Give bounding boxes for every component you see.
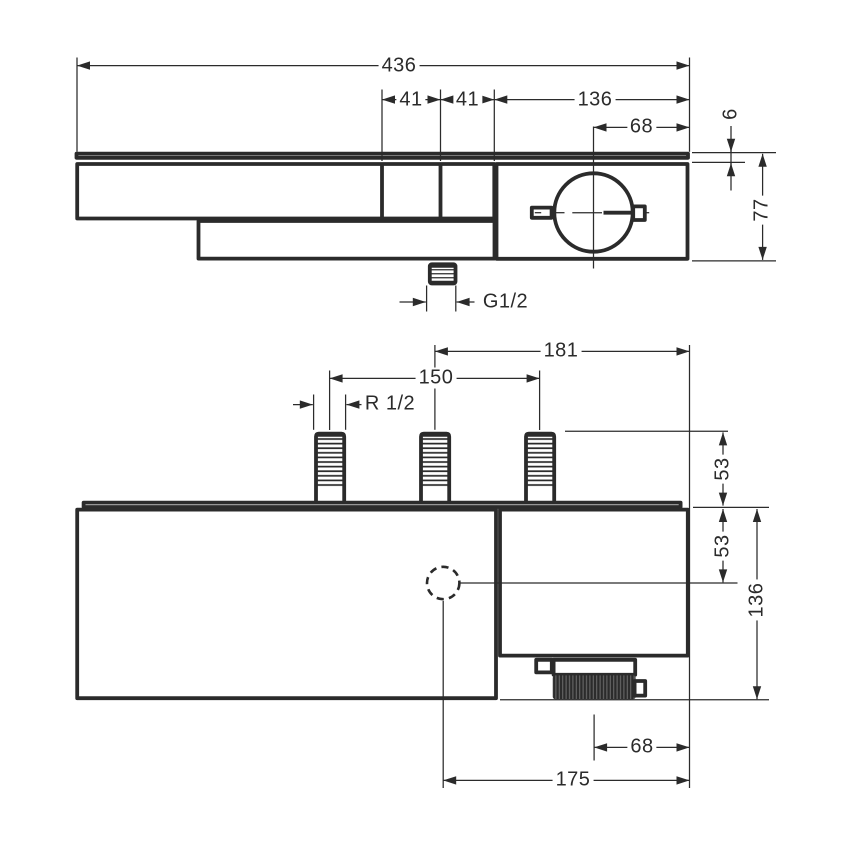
dim-handle-section: 136 [574,89,616,111]
dim-inlet-spacing: 150 [415,367,457,389]
inlet-connector-3 [524,431,557,503]
dim-knob-center: 68 [627,736,657,758]
dim-handle-center: 68 [626,116,657,138]
top-view [74,126,690,286]
handle-side-tab [631,204,647,222]
control-knob [534,657,648,700]
outlet-connector [427,262,458,286]
dashed-hole [425,565,461,601]
dim-hole-center-span: 175 [552,769,594,791]
inlet-connector-2 [419,431,452,503]
dim-inlet-thread: R 1/2 [361,393,419,415]
dim-square-2: 41 [452,89,483,111]
cover-plate-front [81,500,683,509]
dim-plate-thickness: 6 [720,104,742,123]
dim-top-to-center: 53 [712,530,734,561]
body-front [75,507,498,701]
dim-outlet-thread: G1/2 [479,291,532,313]
dim-inlet-right-span: 181 [540,340,582,362]
dim-overall-width: 436 [378,55,420,77]
dim-square-1: 41 [396,89,426,111]
handle-button [529,205,554,220]
front-view [75,431,769,701]
inlet-connector-1 [314,431,347,503]
spout-section-top [196,219,497,261]
dim-depth: 77 [750,194,772,225]
dim-inlet-height: 53 [712,454,734,484]
body-top [75,162,497,221]
dim-overall-height: 136 [746,579,768,621]
